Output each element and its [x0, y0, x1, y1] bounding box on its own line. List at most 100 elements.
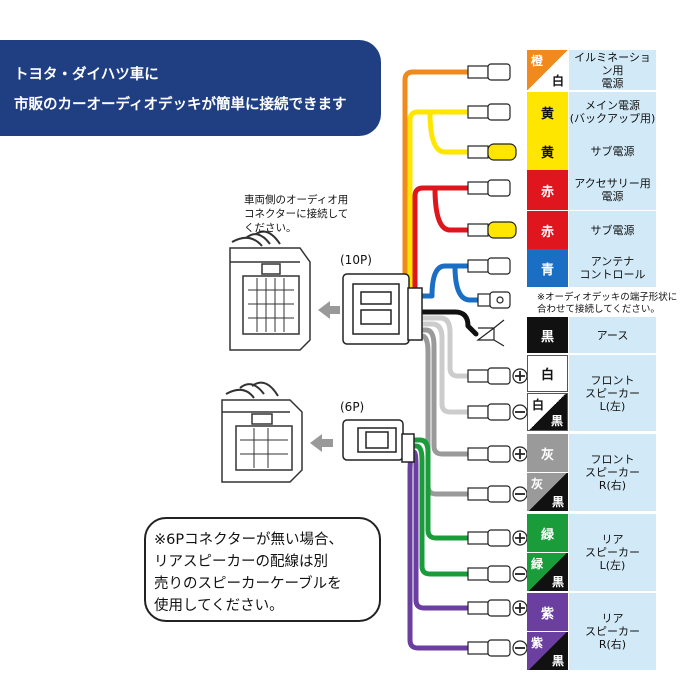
- terminals: [467, 63, 517, 347]
- wire-function-label: サブ電源: [569, 132, 656, 170]
- connector-6p-label: (6P): [340, 400, 365, 414]
- wire-color-chip: 黄: [527, 92, 568, 132]
- wire-function-label: アンテナコントロール: [569, 249, 656, 287]
- wire-function-text: コントロール: [579, 268, 646, 281]
- wire-function-text: (バックアップ用): [569, 112, 656, 125]
- wire-function-text: スピーカー: [585, 546, 640, 559]
- terminal-note-line: 合わせて接続してください。: [537, 304, 660, 315]
- harness-connector-10p: [342, 273, 423, 345]
- wire-color-chip: 青: [527, 249, 568, 287]
- harness-connector-6p: [342, 419, 415, 463]
- wire-function-text: イルミネーション用: [574, 50, 651, 77]
- callout-line: ※6Pコネクターが無い場合、: [154, 532, 344, 548]
- wire-function-label: メイン電源(バックアップ用): [569, 92, 656, 132]
- terminal-note: ※オーディオデッキの端子形状に 合わせて接続してください。: [537, 292, 677, 316]
- connector-10p-label: (10P): [340, 253, 372, 267]
- terminal-yellow-main: [467, 103, 511, 121]
- wire-color-stripe: 黒: [551, 495, 564, 509]
- callout-line: リアスピーカーの配線は別: [154, 554, 328, 570]
- terminal-ground: [476, 319, 505, 347]
- wire-function-label: サブ電源: [569, 211, 656, 249]
- wire-color-stripe: 白: [551, 74, 564, 88]
- terminal-blue-spade: [477, 291, 511, 309]
- wire-color-main: 黄: [540, 145, 554, 161]
- wire-function-text: サブ電源: [590, 223, 635, 237]
- wire-function-text: L(左): [599, 399, 626, 413]
- wire-color-chip: 白黒: [527, 393, 568, 431]
- banner-line-1: トヨタ・ダイハツ車に: [14, 67, 159, 83]
- callout-line: 使用してください。: [154, 598, 284, 614]
- wire-color-main: 黒: [540, 329, 554, 345]
- wire-function-text: L(左): [599, 559, 626, 572]
- wire-function-text: リア: [601, 533, 624, 546]
- wire-color-main: 赤: [540, 184, 554, 200]
- speaker-terminals: [467, 367, 528, 657]
- wire-color-main: 赤: [540, 224, 554, 240]
- wire-function-text: アンテナ: [590, 255, 635, 268]
- vehicle-connector-note-line: コネクターに接続して: [244, 208, 349, 220]
- wire-color-main: 灰: [531, 477, 544, 491]
- wire-function-text: アース: [596, 328, 629, 342]
- vehicle-connector-note: 車両側のオーディオ用 コネクターに接続して ください。: [244, 193, 348, 235]
- wire-function-label: アース: [569, 317, 656, 353]
- wire-color-main: 白: [540, 368, 554, 383]
- wire-function-label: アクセサリー用電源: [569, 170, 656, 210]
- wire-color-main: 橙: [531, 54, 544, 68]
- wires: [402, 69, 481, 651]
- wire-color-chip: 黒: [527, 317, 568, 353]
- wire-color-main: 黄: [540, 106, 554, 122]
- wire-color-chip: 灰黒: [527, 473, 568, 511]
- wire-color-chip: 赤: [527, 211, 568, 249]
- wire-function-text: スピーカー: [585, 466, 640, 479]
- wire-function-text: R(右): [598, 479, 627, 492]
- wire-function-text: サブ電源: [590, 144, 635, 158]
- wire-color-main: 紫: [531, 636, 544, 650]
- wire-color-chip: 灰: [527, 434, 568, 472]
- wire-function-text: アクセサリー用: [574, 177, 651, 190]
- wire-color-main: 灰: [540, 447, 554, 463]
- wire-color-main: 緑: [540, 527, 554, 543]
- wire-color-chip: 黄: [527, 132, 568, 170]
- banner-line-2: 市販のカーオーディオデッキが簡単に接続できます: [14, 97, 347, 113]
- wire-color-main: 白: [532, 398, 545, 412]
- wire-color-chip: 赤: [527, 170, 568, 210]
- wire-function-text: リア: [601, 612, 624, 625]
- wire-color-chip: 橙白: [527, 50, 568, 90]
- wire-color-chip: 紫: [527, 593, 568, 631]
- insert-arrows: [310, 301, 340, 452]
- wire-function-text: R(右): [598, 638, 627, 651]
- terminal-red-sub: [467, 221, 517, 239]
- wire-function-text: 電源: [601, 190, 624, 203]
- terminal-yellow-sub: [467, 143, 517, 161]
- wire-function-text: フロント: [590, 373, 635, 387]
- wire-color-main: 青: [540, 262, 554, 278]
- wire-color-main: 緑: [531, 557, 544, 571]
- wire-color-chip: 紫黒: [527, 632, 568, 670]
- vehicle-connector-note-line: ください。: [244, 222, 297, 234]
- wire-function-text: 電源: [601, 76, 624, 90]
- wire-color-main: 紫: [540, 606, 554, 622]
- vehicle-connector-6p: [221, 381, 303, 483]
- callout-line: 売りのスピーカーケーブルを: [154, 576, 342, 592]
- terminal-note-line: ※オーディオデッキの端子形状に: [537, 292, 678, 303]
- wire-color-chip: 白: [527, 355, 568, 392]
- terminal-red-acc: [467, 179, 511, 197]
- vehicle-connector-note-line: 車両側のオーディオ用: [244, 194, 349, 206]
- wire-color-chip: 緑黒: [527, 553, 568, 591]
- wire-color-chip: 緑: [527, 514, 568, 552]
- wire-function-text: スピーカー: [585, 386, 640, 400]
- terminal-orange: [467, 63, 511, 81]
- vehicle-connector-10p: [229, 230, 311, 351]
- wire-function-text: スピーカー: [585, 625, 640, 638]
- rear-speaker-callout: ※6Pコネクターが無い場合、 リアスピーカーの配線は別 売りのスピーカーケーブル…: [144, 517, 381, 622]
- title-banner: トヨタ・ダイハツ車に 市販のカーオーディオデッキが簡単に接続できます: [0, 40, 381, 136]
- wire-function-text: メイン電源: [585, 99, 640, 112]
- wire-color-stripe: 黒: [551, 575, 564, 589]
- wire-color-stripe: 黒: [550, 414, 563, 428]
- wire-function-label: イルミネーション用電源: [569, 50, 656, 90]
